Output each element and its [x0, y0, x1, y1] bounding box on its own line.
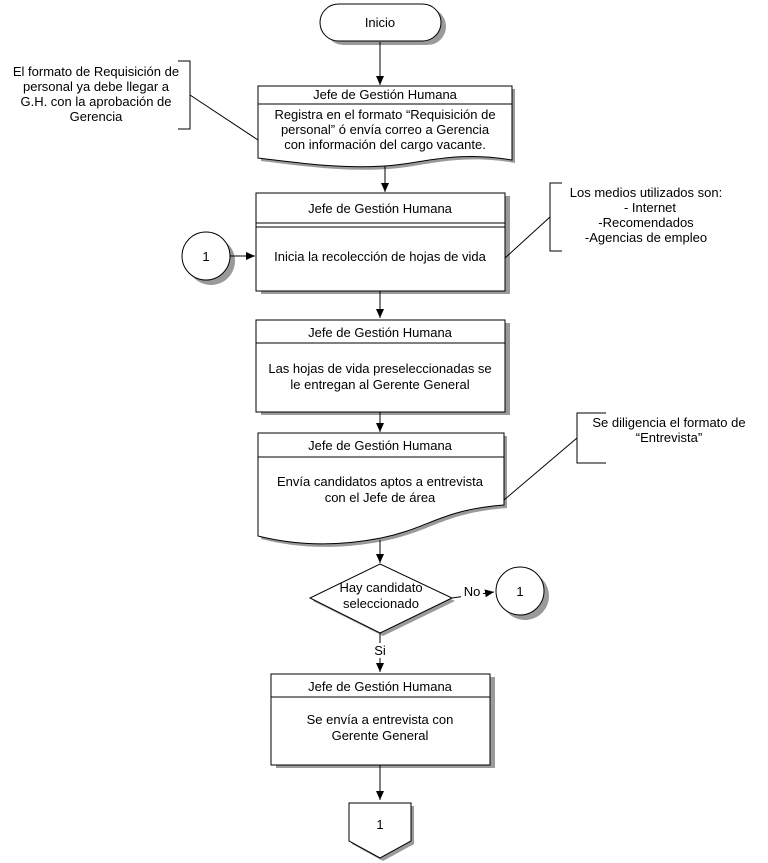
decision-line-2: seleccionado	[343, 596, 419, 611]
note-2-line-3: -Recomendados	[598, 215, 694, 230]
note-1-line-1: El formato de Requisición de	[13, 64, 179, 79]
step-1-line-1: Registra en el formato “Requisición de	[274, 107, 495, 122]
step-4-line-2: con el Jefe de área	[325, 490, 436, 505]
step-3-role: Jefe de Gestión Humana	[308, 325, 453, 340]
step-5-role: Jefe de Gestión Humana	[308, 679, 453, 694]
step-4-document: Jefe de Gestión Humana Envía candidatos …	[257, 432, 507, 547]
step-1-document: Jefe de Gestión Humana Registra en el fo…	[257, 85, 515, 170]
start-label: Inicio	[365, 15, 395, 30]
decision-diamond: Hay candidato seleccionado	[308, 563, 455, 636]
note-2-line-1: Los medios utilizados son:	[570, 185, 722, 200]
step-1-role: Jefe de Gestión Humana	[313, 87, 458, 102]
note-requisicion: El formato de Requisición de personal ya…	[13, 60, 259, 141]
start-terminator: Inicio	[319, 3, 446, 45]
note-2-line-4: -Agencias de empleo	[585, 230, 707, 245]
yes-label-bg	[370, 643, 390, 658]
note-1-line-3: G.H. con la aprobación de	[20, 94, 171, 109]
offpage-connector: 1	[348, 802, 414, 861]
note-2-line-2: - Internet	[624, 200, 676, 215]
no-label-bg	[461, 584, 483, 599]
step-4-role: Jefe de Gestión Humana	[308, 438, 453, 453]
step-1-line-2: personal” ó envía correo a Gerencia	[281, 122, 490, 137]
connector-out-label: 1	[516, 584, 523, 599]
step-5-line-2: Gerente General	[332, 728, 429, 743]
note-1-line-2: personal ya debe llegar a	[23, 79, 170, 94]
step-5-line-1: Se envía a entrevista con	[307, 712, 454, 727]
step-3-process: Jefe de Gestión Humana Las hojas de vida…	[255, 319, 510, 415]
step-3-line-1: Las hojas de vida preseleccionadas se	[268, 361, 491, 376]
step-5-process: Jefe de Gestión Humana Se envía a entrev…	[270, 673, 495, 768]
yes-label: Si	[374, 643, 386, 658]
step-1-line-3: con información del cargo vacante.	[284, 137, 486, 152]
note-3-line-1: Se diligencia el formato de	[592, 415, 745, 430]
connector-out-1: 1	[495, 566, 549, 620]
step-3-line-2: le entregan al Gerente General	[290, 377, 469, 392]
no-label: No	[464, 584, 481, 599]
step-4-line-1: Envía candidatos aptos a entrevista	[277, 474, 484, 489]
note-3-line-2: “Entrevista”	[636, 430, 702, 445]
step-2-process: Jefe de Gestión Humana Inicia la recolec…	[255, 192, 510, 294]
note-entrevista: Se diligencia el formato de “Entrevista”	[503, 412, 746, 501]
connector-in-1: 1	[181, 231, 235, 285]
connector-in-label: 1	[202, 249, 209, 264]
decision-line-1: Hay candidato	[339, 580, 422, 595]
note-1-line-4: Gerencia	[70, 109, 124, 124]
step-2-role: Jefe de Gestión Humana	[308, 201, 453, 216]
step-2-line-1: Inicia la recolección de hojas de vida	[274, 249, 487, 264]
note-medios: Los medios utilizados son: - Internet -R…	[504, 182, 722, 259]
offpage-label: 1	[376, 817, 383, 832]
